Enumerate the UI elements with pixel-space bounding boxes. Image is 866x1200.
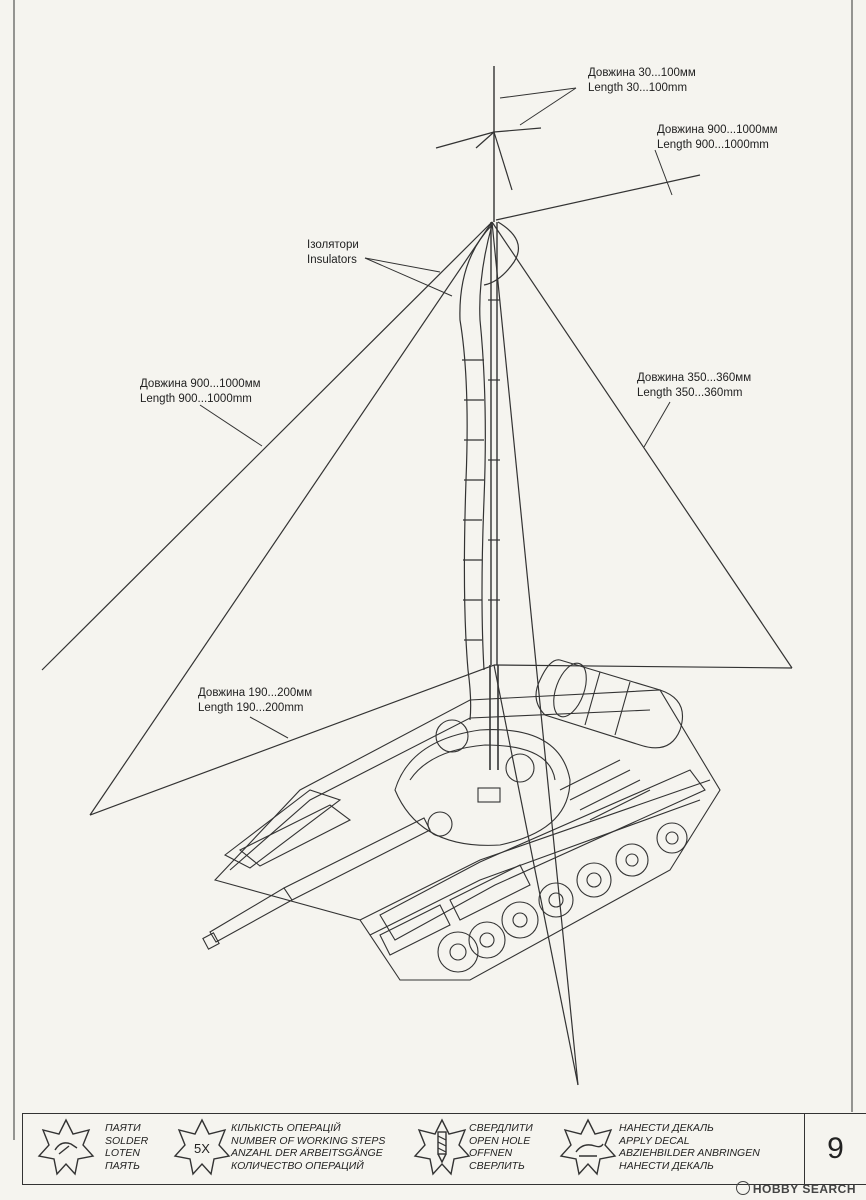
- top-whip-elements: [435, 127, 542, 191]
- working-steps-icon: 5X: [173, 1118, 231, 1176]
- callout-insulators-en: Insulators: [307, 254, 357, 266]
- callout-insulators-uk: Ізолятори: [307, 239, 359, 251]
- legend-solder-line: SOLDER: [105, 1134, 149, 1147]
- legend-decal-line: НАНЕСТИ ДЕКАЛЬ: [619, 1122, 714, 1134]
- callout-right-mid-uk: Довжина 350...360мм: [637, 372, 752, 384]
- legend-steps-line: NUMBER OF WORKING STEPS: [231, 1134, 386, 1147]
- legend-solder-line: LOTEN: [105, 1147, 141, 1159]
- callout-top-whip-uk: Довжина 30...100мм: [588, 67, 696, 79]
- callout-right-mid: Довжина 350...360мм Length 350...360mm: [637, 371, 751, 401]
- legend-steps-line: КІЛЬКІСТЬ ОПЕРАЦІЙ: [231, 1122, 341, 1134]
- tank-drawing: [202, 659, 721, 981]
- callout-top-whip-en: Length 30...100mm: [588, 82, 688, 94]
- callout-leaders: [199, 87, 673, 739]
- callout-left-low-en: Length 190...200mm: [198, 702, 304, 714]
- legend-solder-line: ПАЯТЬ: [105, 1159, 141, 1172]
- callout-left-long: Довжина 900...1000мм Length 900...1000mm: [140, 377, 261, 407]
- legend-decal-line: APPLY DECAL: [619, 1134, 690, 1147]
- watermark: HOBBY SEARCH: [735, 1181, 856, 1196]
- legend-drill-text: СВЕРДЛИТИ OPEN HOLE OFFNEN СВЕРЛИТЬ: [469, 1122, 533, 1172]
- callout-right-top-en: Length 900...1000mm: [657, 139, 769, 151]
- solder-icon: [37, 1118, 95, 1176]
- page-number: 9: [804, 1113, 866, 1185]
- legend-solder-line: ПАЯТИ: [105, 1122, 141, 1134]
- callout-left-long-en: Length 900...1000mm: [140, 393, 252, 405]
- legend-drill-line: СВЕРЛИТЬ: [469, 1159, 525, 1172]
- callout-left-low-uk: Довжина 190...200мм: [198, 687, 313, 699]
- symbol-legend: ПАЯТИ SOLDER LOTEN ПАЯТЬ 5X КІЛЬКІСТЬ ОП…: [22, 1113, 866, 1185]
- watermark-logo-icon: [735, 1181, 750, 1195]
- callout-left-long-uk: Довжина 900...1000мм: [140, 378, 261, 390]
- callout-right-mid-en: Length 350...360mm: [637, 387, 743, 399]
- legend-steps-line: ANZAHL DER ARBEITSGÄNGE: [231, 1147, 383, 1159]
- legend-drill-line: СВЕРДЛИТИ: [469, 1122, 533, 1134]
- legend-drill-line: OPEN HOLE: [469, 1134, 531, 1147]
- callout-top-whip: Довжина 30...100мм Length 30...100mm: [588, 66, 696, 96]
- callout-right-top: Довжина 900...1000мм Length 900...1000mm: [657, 123, 778, 153]
- legend-steps-text: КІЛЬКІСТЬ ОПЕРАЦІЙ NUMBER OF WORKING STE…: [231, 1122, 385, 1172]
- legend-drill-line: OFFNEN: [469, 1147, 513, 1159]
- legend-solder-text: ПАЯТИ SOLDER LOTEN ПАЯТЬ: [105, 1122, 148, 1172]
- steps-badge-text: 5X: [194, 1141, 210, 1156]
- legend-decal-line: ABZIEHBILDER ANBRINGEN: [619, 1147, 760, 1159]
- legend-steps-line: КОЛИЧЕСТВО ОПЕРАЦИЙ: [231, 1159, 364, 1172]
- drill-icon: [413, 1118, 471, 1176]
- callout-insulators: Ізолятори Insulators: [307, 238, 359, 268]
- watermark-text: HOBBY SEARCH: [752, 1182, 856, 1196]
- insulator-ladder: [459, 221, 519, 721]
- legend-decal-text: НАНЕСТИ ДЕКАЛЬ APPLY DECAL ABZIEHBILDER …: [619, 1122, 760, 1172]
- callout-right-top-uk: Довжина 900...1000мм: [657, 124, 778, 136]
- antenna-mast: [488, 66, 500, 770]
- callout-left-low: Довжина 190...200мм Length 190...200mm: [198, 686, 312, 716]
- guy-wires: [41, 174, 793, 1086]
- apply-decal-icon: [559, 1118, 617, 1176]
- legend-decal-line: НАНЕСТИ ДЕКАЛЬ: [619, 1159, 714, 1172]
